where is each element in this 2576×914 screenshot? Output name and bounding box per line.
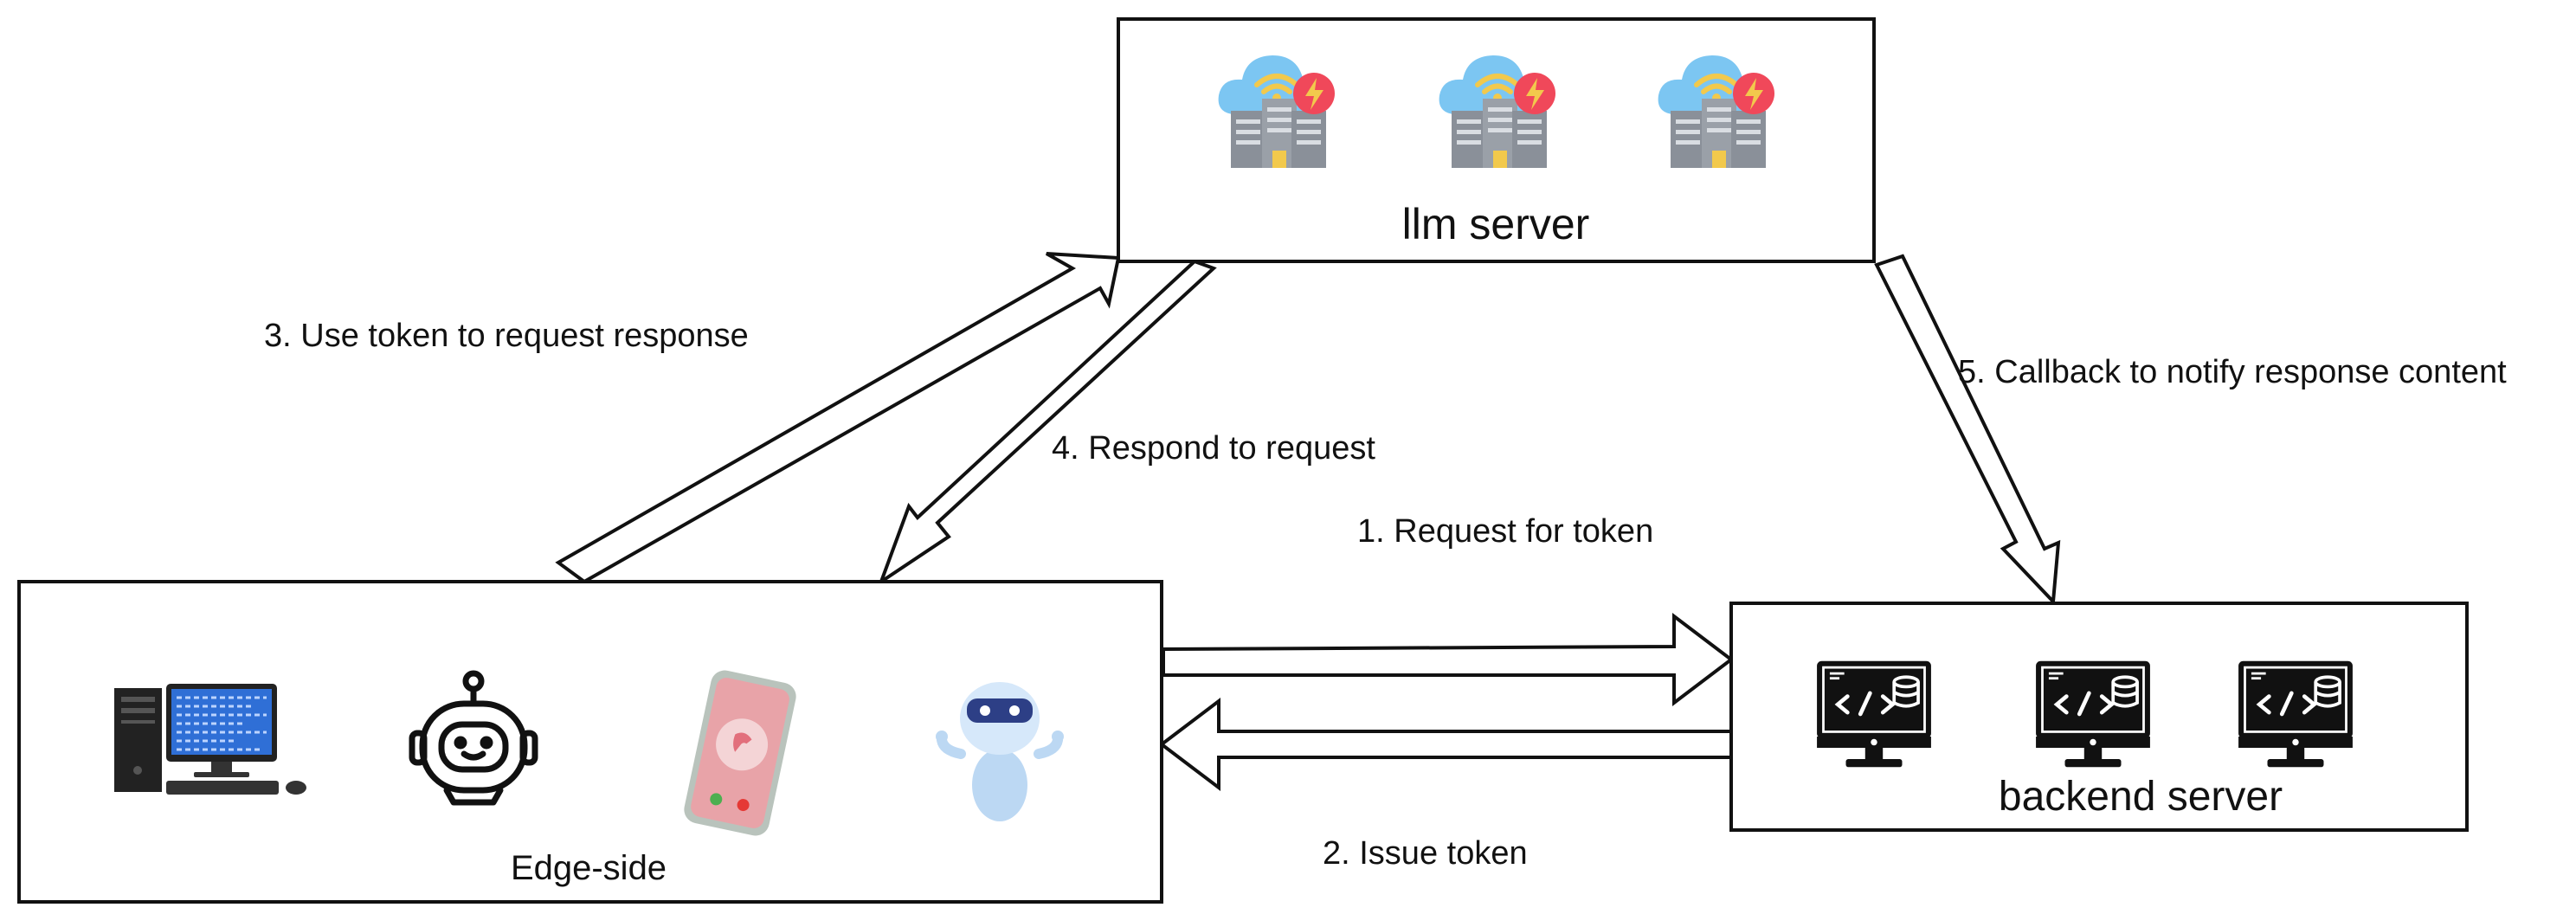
arrow-step2: [1158, 697, 1733, 792]
robot-head-icon: [409, 670, 538, 806]
step5-label: 5. Callback to notify response content: [1958, 354, 2507, 390]
backend-server-label: backend server: [1999, 774, 2283, 820]
step3-label: 3. Use token to request response: [264, 318, 749, 354]
robot-mascot-icon: [936, 682, 1064, 821]
step4-label: 4. Respond to request: [1052, 430, 1375, 467]
llm-server-node: llm server: [1117, 17, 1876, 263]
llm-server-label: llm server: [1402, 200, 1590, 248]
backend-server-node: backend server: [1729, 602, 2469, 832]
arrow-step4: [878, 259, 1217, 587]
arrow-step5: [1874, 254, 2061, 606]
step1-label: 1. Request for token: [1357, 513, 1653, 550]
smartphone-icon: [684, 670, 796, 836]
edge-side-label: Edge-side: [511, 849, 667, 887]
step2-label: 2. Issue token: [1323, 835, 1528, 872]
arrow-step3: [555, 252, 1121, 584]
edge-side-node: Edge-side: [17, 580, 1163, 904]
desktop-computer-icon: [114, 684, 306, 795]
arrow-step1: [1162, 612, 1735, 707]
